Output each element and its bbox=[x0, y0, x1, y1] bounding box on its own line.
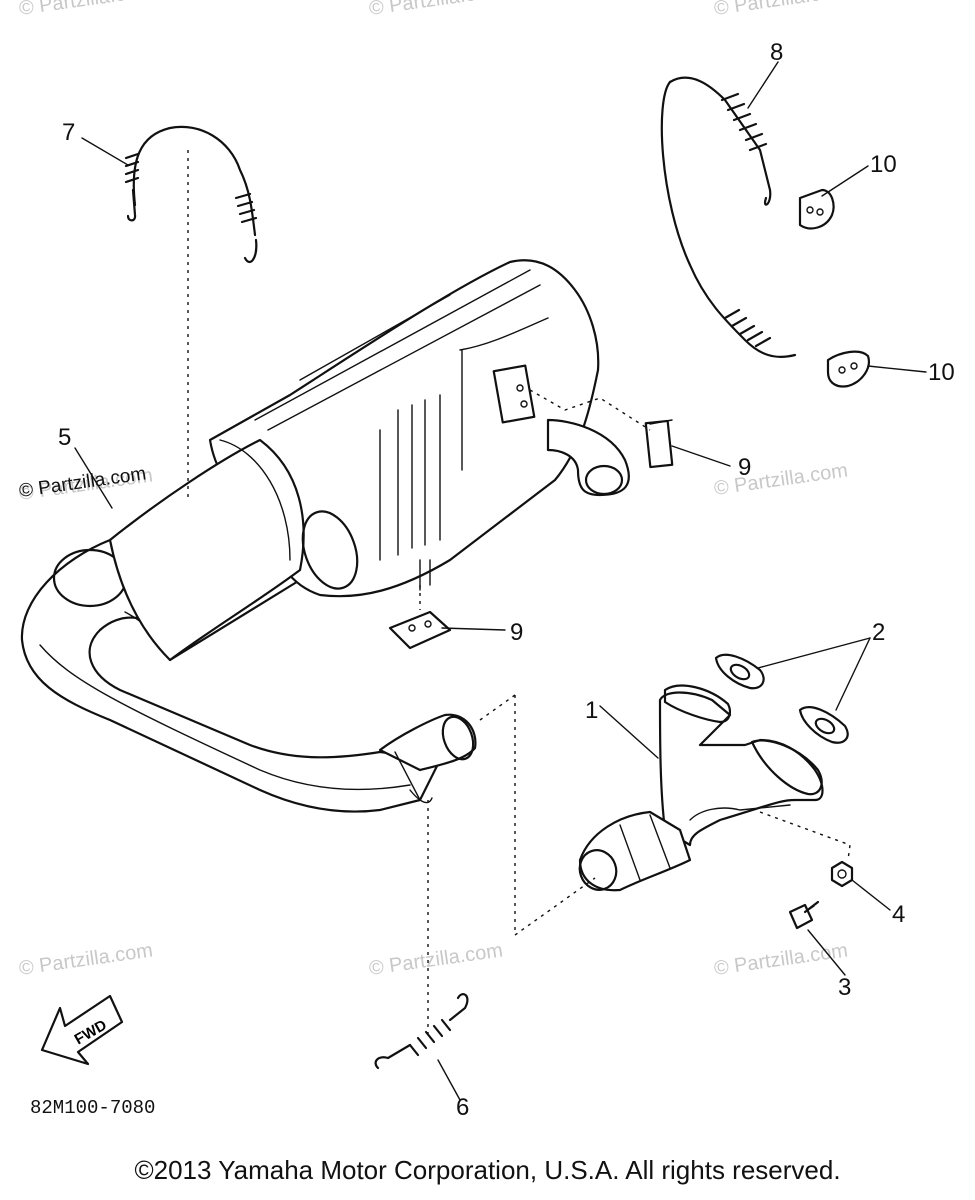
watermark: © Partzilla.com bbox=[713, 459, 850, 500]
callout-5: 5 bbox=[58, 424, 71, 451]
spring-part-6 bbox=[374, 800, 469, 1070]
gasket-part-2-upper bbox=[714, 653, 765, 690]
callout-6: 6 bbox=[456, 1094, 469, 1121]
spring-hanger-part-7 bbox=[124, 125, 258, 500]
assembly-lines bbox=[419, 389, 851, 936]
callout-7: 7 bbox=[62, 119, 75, 146]
diagram-code: 82M100-7080 bbox=[30, 1097, 155, 1119]
watermark: © Partzilla.com bbox=[368, 939, 505, 980]
muffler-inlet bbox=[378, 713, 477, 804]
nut-part-4 bbox=[830, 860, 854, 888]
watermark: © Partzilla.com bbox=[18, 939, 155, 980]
callouts: 1 2 3 4 5 6 7 8 9 9 10 10 bbox=[58, 39, 955, 1121]
callout-9-lower: 9 bbox=[510, 619, 523, 646]
callout-3: 3 bbox=[838, 974, 851, 1001]
damper-part-9-lower bbox=[388, 610, 452, 650]
watermark: © Partzilla.com bbox=[713, 939, 850, 980]
watermark: © Partzilla.com bbox=[18, 0, 155, 20]
grommet-part-10-upper bbox=[798, 188, 835, 230]
callout-10-upper: 10 bbox=[870, 151, 897, 178]
callout-4: 4 bbox=[892, 901, 905, 928]
watermark: © Partzilla.com bbox=[713, 0, 850, 20]
callout-2: 2 bbox=[872, 619, 885, 646]
leader-lines bbox=[74, 61, 927, 1101]
spring-hanger-part-8 bbox=[660, 76, 797, 358]
watermark: © Partzilla.com bbox=[368, 0, 505, 20]
copyright-notice: ©2013 Yamaha Motor Corporation, U.S.A. A… bbox=[134, 1155, 841, 1185]
forward-arrow: FWD bbox=[40, 994, 124, 1066]
muffler-part-5 bbox=[20, 259, 630, 813]
damper-part-9-upper bbox=[644, 419, 674, 469]
callout-8: 8 bbox=[770, 39, 783, 66]
callout-9-upper: 9 bbox=[738, 454, 751, 481]
gasket-part-2-lower bbox=[798, 706, 849, 744]
callout-10-lower: 10 bbox=[928, 359, 955, 386]
bolt-part-3 bbox=[788, 900, 820, 930]
joint-pipe-part-1 bbox=[578, 684, 824, 892]
grommet-part-10-lower bbox=[826, 350, 870, 388]
callout-1: 1 bbox=[585, 697, 598, 724]
